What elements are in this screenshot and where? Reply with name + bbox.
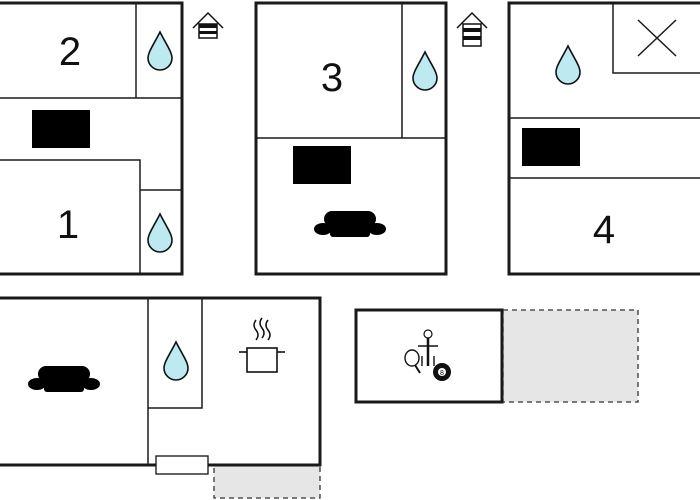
block-d <box>0 296 322 475</box>
water-drop-icon <box>555 45 581 85</box>
water-drop-icon <box>163 341 189 381</box>
games-room <box>354 308 504 404</box>
room-label-3: 3 <box>321 56 343 100</box>
room-label-1: 1 <box>57 203 79 247</box>
sofa-icon <box>314 211 386 245</box>
block-c <box>507 1 700 276</box>
games-room-icon: 8 <box>404 329 451 381</box>
water-drop-icon <box>147 213 173 253</box>
room-label-2: 2 <box>59 30 81 74</box>
radiator-icon <box>522 128 580 166</box>
block-a <box>0 1 184 276</box>
outdoor-area <box>213 464 321 499</box>
stairs-icon <box>456 11 488 47</box>
door-threshold <box>155 455 209 475</box>
water-drop-icon <box>147 31 173 71</box>
water-drop-icon <box>412 51 438 91</box>
radiator-icon <box>32 110 90 148</box>
room-label-4: 4 <box>593 208 615 252</box>
sofa-icon <box>28 366 100 400</box>
outdoor-area <box>502 309 639 403</box>
block-b <box>254 1 448 276</box>
eight-ball-number: 8 <box>440 370 444 377</box>
stairs-icon <box>192 11 224 39</box>
radiator-icon <box>293 146 351 184</box>
cooking-pot-icon <box>239 317 285 373</box>
